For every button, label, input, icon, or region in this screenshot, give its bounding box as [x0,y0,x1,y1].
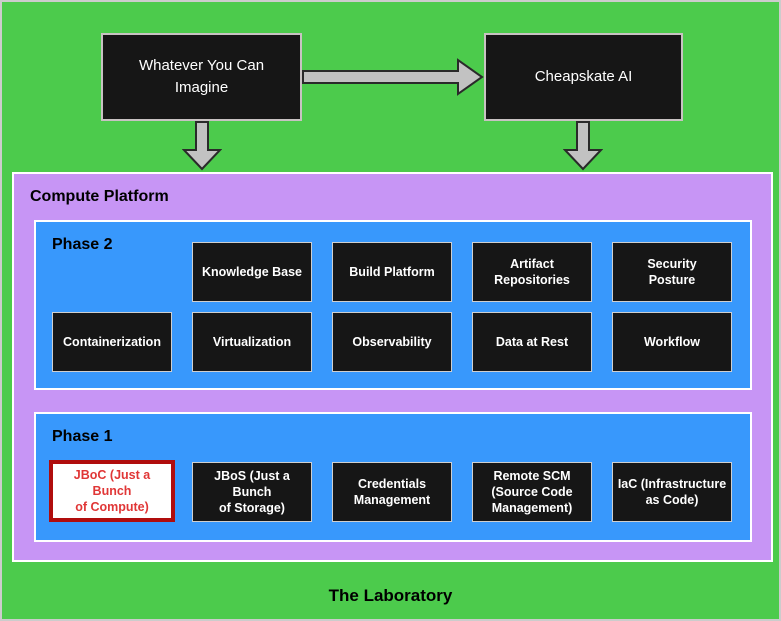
node-security-posture[interactable]: Security Posture [612,242,732,302]
compute-platform-title: Compute Platform [30,188,169,205]
node-label: Containerization [63,334,161,349]
node-observability[interactable]: Observability [332,312,452,372]
phase2-title: Phase 2 [52,236,113,253]
node-label: Knowledge Base [201,264,303,279]
phase1-title: Phase 1 [52,428,113,445]
down-arrow-right-icon [563,121,603,171]
node-jbos[interactable]: JBoS (Just a Bunch of Storage) [192,462,312,522]
node-label: Artifact Repositories [494,256,570,287]
node-label: Observability [352,334,432,349]
node-label: Workflow [643,334,701,349]
right-arrow-icon [302,58,484,96]
node-label: IaC (Infrastructure as Code) [617,476,727,507]
node-label: JBoC (Just a Bunch of Compute) [73,467,151,515]
node-label: Virtualization [212,334,292,349]
node-whatever-you-can-imagine[interactable]: Whatever You Can Imagine [101,33,302,121]
node-credentials-management[interactable]: Credentials Management [332,462,452,522]
down-arrow-left-icon [182,121,222,171]
node-jboc-highlighted[interactable]: JBoC (Just a Bunch of Compute) [49,460,175,522]
node-data-at-rest[interactable]: Data at Rest [472,312,592,372]
node-artifact-repositories[interactable]: Artifact Repositories [472,242,592,302]
node-label: Data at Rest [495,334,569,349]
node-label: Whatever You Can Imagine [138,57,265,96]
node-virtualization[interactable]: Virtualization [192,312,312,372]
node-label: Credentials Management [353,476,431,507]
node-build-platform[interactable]: Build Platform [332,242,452,302]
node-iac[interactable]: IaC (Infrastructure as Code) [612,462,732,522]
laboratory-title: The Laboratory [328,586,453,605]
node-label: Cheapskate AI [534,68,633,86]
node-cheapskate-ai[interactable]: Cheapskate AI [484,33,683,121]
node-workflow[interactable]: Workflow [612,312,732,372]
node-label: Build Platform [349,264,435,279]
node-containerization[interactable]: Containerization [52,312,172,372]
node-remote-scm[interactable]: Remote SCM (Source Code Management) [472,462,592,522]
node-label: Security Posture [647,256,697,287]
node-label: Remote SCM (Source Code Management) [491,468,573,516]
node-knowledge-base[interactable]: Knowledge Base [192,242,312,302]
node-label: JBoS (Just a Bunch of Storage) [214,468,290,516]
